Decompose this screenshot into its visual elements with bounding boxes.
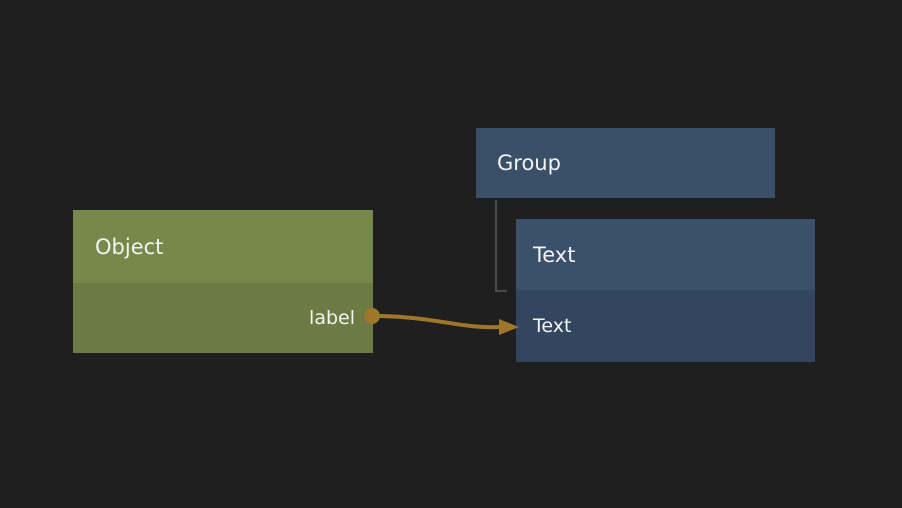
node-text-row-label: Text: [533, 315, 572, 337]
node-object-output-row[interactable]: label: [73, 283, 373, 353]
node-group[interactable]: Group: [476, 128, 775, 198]
node-object-output-port-label: label: [309, 307, 355, 329]
node-text-header: Text: [516, 219, 815, 290]
hierarchy-connector-line: [495, 200, 507, 292]
node-text-child-row[interactable]: Text: [516, 290, 815, 362]
node-group-header: Group: [476, 128, 775, 198]
connection-edge[interactable]: [377, 314, 503, 330]
node-object-title: Object: [95, 234, 164, 259]
node-text[interactable]: Text Text: [516, 219, 815, 362]
node-text-title: Text: [533, 242, 576, 267]
node-group-title: Group: [497, 151, 561, 175]
node-object[interactable]: Object label: [73, 210, 373, 353]
node-object-header: Object: [73, 210, 373, 283]
